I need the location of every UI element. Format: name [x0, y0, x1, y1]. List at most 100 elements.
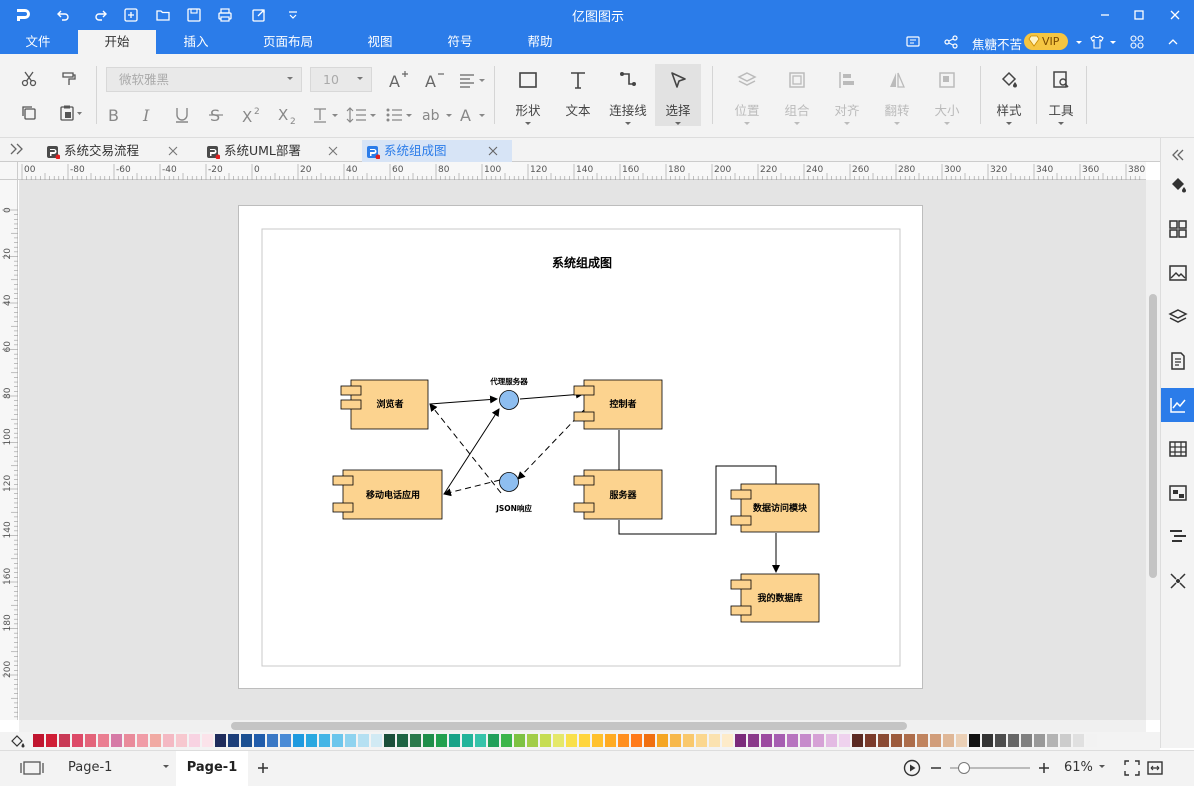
underline-icon[interactable] [172, 104, 192, 126]
fit-page-icon[interactable] [1123, 759, 1141, 780]
quick-access-more-icon[interactable] [284, 6, 302, 24]
fill-panel-icon[interactable] [1161, 168, 1194, 202]
color-swatch[interactable] [514, 734, 525, 747]
fill-color-icon[interactable] [10, 734, 26, 751]
position-button[interactable]: 位置 [724, 64, 770, 126]
compare-icon[interactable] [1161, 564, 1194, 598]
color-swatch[interactable] [696, 734, 707, 747]
color-swatch[interactable] [657, 734, 668, 747]
color-swatch[interactable] [787, 734, 798, 747]
color-swatch[interactable] [176, 734, 187, 747]
component-database[interactable]: 我的数据库 [730, 573, 820, 623]
page-panel-toggle-icon[interactable] [20, 760, 44, 779]
shape-tool-button[interactable]: 形状 [505, 64, 551, 126]
color-swatch[interactable] [1034, 734, 1045, 747]
tab-list-expand-icon[interactable] [8, 142, 24, 159]
select-tool-button[interactable]: 选择 [655, 64, 701, 126]
color-swatch[interactable] [293, 734, 304, 747]
color-swatch[interactable] [137, 734, 148, 747]
outline-icon[interactable] [1161, 476, 1194, 510]
component-controller[interactable]: 控制者 [573, 379, 663, 430]
font-color-icon[interactable]: A [458, 104, 490, 126]
close-tab-icon[interactable] [168, 140, 178, 169]
connector-mobile-proxy[interactable] [443, 408, 500, 495]
theme-shirt-icon[interactable] [1088, 33, 1106, 51]
font-size-select[interactable]: 10 [310, 67, 372, 92]
color-swatch[interactable] [59, 734, 70, 747]
color-swatch[interactable] [46, 734, 57, 747]
color-swatch[interactable] [566, 734, 577, 747]
print-icon[interactable] [216, 6, 234, 24]
color-swatch[interactable] [449, 734, 460, 747]
theme-dropdown-icon[interactable] [1104, 33, 1122, 51]
color-swatch[interactable] [254, 734, 265, 747]
menu-page-layout[interactable]: 页面布局 [262, 34, 313, 49]
color-swatch[interactable] [72, 734, 83, 747]
page-selector[interactable]: Page-1 [68, 760, 170, 775]
open-folder-icon[interactable] [154, 6, 172, 24]
color-swatch[interactable] [501, 734, 512, 747]
color-swatch[interactable] [111, 734, 122, 747]
color-swatch[interactable] [813, 734, 824, 747]
collapse-panel-icon[interactable] [1161, 138, 1194, 172]
cut-icon[interactable] [18, 68, 40, 90]
format-painter-icon[interactable] [58, 68, 80, 90]
color-swatch[interactable] [982, 734, 993, 747]
color-swatch[interactable] [332, 734, 343, 747]
paragraph-align-icon[interactable] [456, 68, 488, 92]
color-swatch[interactable] [1086, 734, 1097, 747]
color-swatch[interactable] [319, 734, 330, 747]
color-swatch[interactable] [774, 734, 785, 747]
vip-badge[interactable]: VIP [1024, 33, 1068, 50]
table-icon[interactable] [1161, 432, 1194, 466]
color-swatch[interactable] [202, 734, 213, 747]
interface-json[interactable]: JSON响应 [495, 472, 532, 514]
color-swatch[interactable] [579, 734, 590, 747]
align-button[interactable]: 对齐 [824, 64, 870, 126]
color-swatch[interactable] [85, 734, 96, 747]
fit-width-icon[interactable] [1146, 759, 1164, 780]
component-data-access[interactable]: 数据访问模块 [730, 483, 820, 533]
color-swatch[interactable] [189, 734, 200, 747]
color-swatch[interactable] [98, 734, 109, 747]
decrease-font-icon[interactable]: A [422, 68, 446, 92]
user-dropdown-icon[interactable] [1070, 33, 1088, 51]
color-swatch[interactable] [943, 734, 954, 747]
color-swatch[interactable] [891, 734, 902, 747]
connector-tool-button[interactable]: 连接线 [604, 64, 652, 126]
component-browser[interactable]: 浏览者 [340, 379, 429, 430]
zoom-slider[interactable] [950, 762, 1030, 774]
line-spacing-icon[interactable] [344, 104, 378, 126]
connector-controller-json[interactable] [517, 409, 585, 480]
color-swatch[interactable] [839, 734, 850, 747]
color-swatch[interactable] [956, 734, 967, 747]
data-chart-icon[interactable] [1161, 388, 1194, 422]
color-swatch[interactable] [306, 734, 317, 747]
color-swatch[interactable] [527, 734, 538, 747]
share-icon[interactable] [942, 33, 960, 51]
color-swatch[interactable] [371, 734, 382, 747]
doc-tab-system-composition[interactable]: 系统组成图 [362, 140, 512, 162]
color-swatch[interactable] [878, 734, 889, 747]
gantt-icon[interactable] [1161, 520, 1194, 554]
page-tab-active[interactable]: Page-1 [176, 751, 248, 786]
color-swatch[interactable] [540, 734, 551, 747]
drawing-canvas[interactable]: 系统组成图 浏览者 [19, 180, 1146, 720]
image-panel-icon[interactable] [1161, 256, 1194, 290]
diagram-page[interactable]: 系统组成图 浏览者 [238, 205, 923, 689]
connector-json-mobile[interactable] [443, 479, 501, 497]
menu-file[interactable]: 文件 [25, 34, 51, 49]
horizontal-scrollbar[interactable] [19, 720, 1146, 732]
redo-icon[interactable] [92, 6, 110, 24]
doc-tab-trade-flow[interactable]: 系统交易流程 [42, 140, 192, 162]
color-swatch[interactable] [917, 734, 928, 747]
color-swatch[interactable] [995, 734, 1006, 747]
horizontal-scroll-thumb[interactable] [231, 722, 907, 730]
color-swatch[interactable] [618, 734, 629, 747]
zoom-slider-handle[interactable] [958, 762, 970, 774]
user-name[interactable]: 焦糖不苦 [972, 37, 1023, 52]
play-presentation-icon[interactable] [903, 759, 921, 780]
close-tab-icon[interactable] [488, 140, 498, 169]
color-swatch[interactable] [215, 734, 226, 747]
